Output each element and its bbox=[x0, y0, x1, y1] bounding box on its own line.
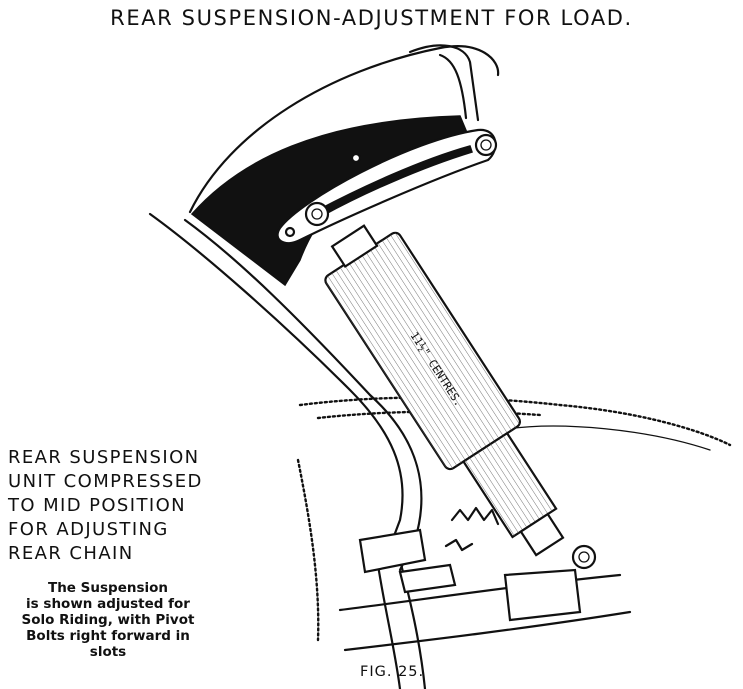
damper-shading bbox=[463, 433, 557, 538]
frame-clamp bbox=[358, 528, 427, 574]
note-line: The Suspension bbox=[47, 580, 169, 596]
pivot-bolt-center bbox=[311, 208, 323, 220]
frame-tube-outer bbox=[148, 212, 404, 562]
note-line: is shown adjusted for bbox=[26, 596, 190, 612]
page-title: REAR SUSPENSION-ADJUSTMENT FOR LOAD. bbox=[110, 6, 633, 30]
frame-dotted-line bbox=[298, 396, 732, 447]
swinging-arm bbox=[338, 573, 622, 612]
chain-guard-curve bbox=[499, 425, 711, 451]
note-line: Solo Riding, with Pivot bbox=[21, 612, 195, 628]
suspension-unit bbox=[324, 224, 565, 557]
frame-tube-inner bbox=[183, 218, 423, 572]
sprocket bbox=[444, 506, 500, 552]
shroud-shading bbox=[325, 232, 520, 470]
pivot-bolt bbox=[304, 201, 330, 227]
hose-clip bbox=[398, 563, 457, 594]
lower-eye bbox=[519, 512, 565, 557]
caption-line: REAR CHAIN bbox=[8, 543, 134, 564]
swinging-arm bbox=[343, 610, 632, 652]
note-line: slots bbox=[89, 644, 127, 660]
lower-pivot-bolt bbox=[571, 544, 597, 570]
bracket-rivet bbox=[350, 152, 362, 164]
note-line: Bolts right forward in bbox=[26, 628, 190, 644]
note-caption: The Suspension is shown adjusted for Sol… bbox=[8, 580, 208, 660]
mudguard-outline bbox=[188, 45, 500, 214]
mudguard-stay bbox=[408, 44, 480, 122]
lower-pivot-bolt-center bbox=[578, 551, 590, 563]
pivot-bolt bbox=[474, 133, 498, 157]
mudguard-stay-inner bbox=[438, 53, 468, 120]
pivot-bolt-center bbox=[480, 139, 492, 151]
caption-line: UNIT COMPRESSED bbox=[8, 471, 203, 492]
arm-clamp bbox=[503, 568, 582, 622]
caption-line: TO MID POSITION bbox=[8, 495, 186, 516]
bracket-rivet bbox=[284, 226, 296, 238]
upper-eye bbox=[330, 224, 379, 269]
main-caption: REAR SUSPENSION UNIT COMPRESSED TO MID P… bbox=[8, 446, 213, 566]
lower-frame-tube bbox=[376, 563, 402, 689]
figure-label: FIG. 25. bbox=[360, 664, 425, 680]
caption-line: FOR ADJUSTING bbox=[8, 519, 169, 540]
caption-line: REAR SUSPENSION bbox=[8, 447, 200, 468]
frame-dotted-line bbox=[296, 458, 320, 642]
bracket-slot bbox=[316, 145, 473, 217]
